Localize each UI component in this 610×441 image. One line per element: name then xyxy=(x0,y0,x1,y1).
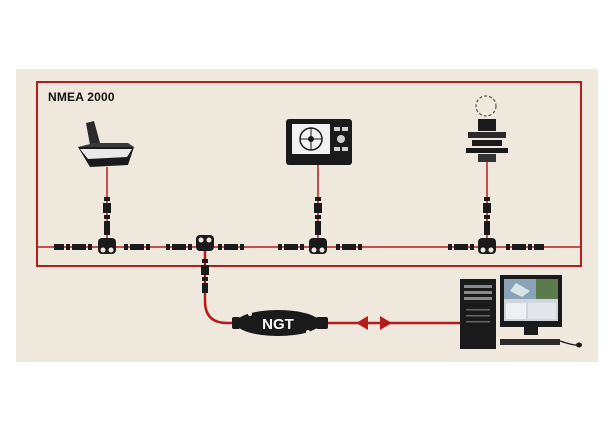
backbone-connector-2 xyxy=(124,244,150,250)
backbone-connector-5 xyxy=(278,244,304,250)
diagram-panel: NMEA 2000 xyxy=(16,69,598,362)
drop-connector-transducer xyxy=(103,197,111,235)
ngt-label: NGT xyxy=(262,316,294,333)
backbone-connector-8 xyxy=(506,244,544,250)
ngt-drop-connector xyxy=(201,259,209,293)
tee-connector-sensor xyxy=(478,238,496,254)
backbone-connector-4 xyxy=(218,244,244,250)
backbone-connector-6 xyxy=(336,244,362,250)
ngt-gateway: NGT xyxy=(232,310,328,336)
network-diagram: NGT xyxy=(38,95,582,349)
transducer-icon xyxy=(78,121,134,167)
backbone-connector-7 xyxy=(448,244,474,250)
tee-connector-ngt xyxy=(196,235,214,251)
backbone-connector-1 xyxy=(54,244,92,250)
network-title: NMEA 2000 xyxy=(48,90,115,104)
drop-connector-sensor xyxy=(483,197,491,235)
pc-computer-icon xyxy=(460,275,582,349)
gps-antenna-icon xyxy=(466,95,508,162)
tee-connector-display xyxy=(309,238,327,254)
drop-connector-display xyxy=(314,197,322,235)
ngt-drop-cable xyxy=(203,251,238,325)
tee-connector-transducer xyxy=(98,238,116,254)
bidirectional-arrow-icon xyxy=(356,316,392,330)
nmea-network-box: NMEA 2000 xyxy=(36,81,582,267)
chartplotter-icon xyxy=(286,119,352,165)
backbone-connector-3 xyxy=(166,244,192,250)
